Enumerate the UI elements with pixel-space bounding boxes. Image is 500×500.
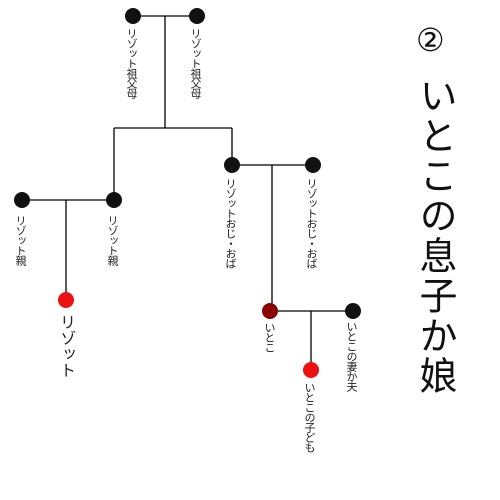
cousin-label: いとこ: [263, 322, 276, 352]
mother-label: リゾット親: [106, 215, 119, 265]
grandmother-label: リゾット祖父母: [189, 28, 202, 98]
connector-lines: [22, 15, 353, 370]
aunt-node: [305, 157, 321, 173]
grandfather-label: リゾット祖父母: [125, 28, 138, 98]
mother-node: [106, 192, 122, 208]
grandmother-node: [189, 8, 205, 24]
cousin-spouse-node: [345, 303, 361, 319]
uncle-label: リゾットおじ・おば: [224, 178, 237, 268]
cousin-node: [262, 303, 278, 319]
cousin-child-label: いとこの子ども: [303, 382, 316, 452]
page-title: いとこの息子か娘: [413, 76, 457, 396]
cousin-spouse-label: いとこの妻か夫: [345, 321, 358, 391]
cousin-child-node: [303, 362, 319, 378]
father-label: リゾット親: [14, 215, 27, 265]
self-node: [58, 292, 74, 308]
aunt-label: リゾットおじ・おば: [305, 178, 318, 268]
father-node: [14, 192, 30, 208]
grandfather-node: [125, 8, 141, 24]
self-label: リゾット: [57, 314, 76, 378]
uncle-node: [224, 157, 240, 173]
title-number: ②: [416, 21, 445, 59]
